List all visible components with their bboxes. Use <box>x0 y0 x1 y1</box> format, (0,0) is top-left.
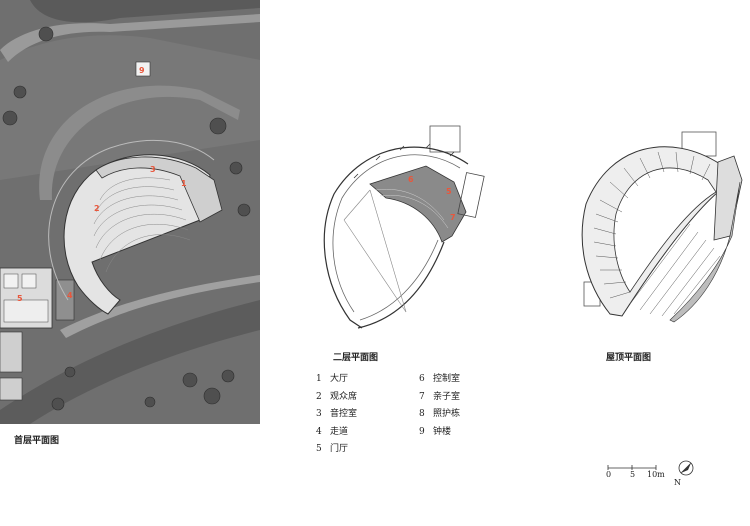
room-label-7: 7 <box>450 213 456 222</box>
scale-label-10m: 10m <box>647 470 665 479</box>
second-floor-caption: 二层平面图 <box>333 353 379 363</box>
room-label-2: 2 <box>94 204 100 213</box>
roof-plan-caption: 屋顶平面图 <box>606 353 652 363</box>
scale-label-0: 0 <box>606 470 612 479</box>
north-arrow-icon <box>678 460 694 476</box>
ground-floor-caption: 首层平面图 <box>14 436 60 446</box>
room-label-6: 6 <box>408 175 414 184</box>
room-label-5: 5 <box>17 294 23 303</box>
scale-label-5: 5 <box>630 470 636 479</box>
north-label: N <box>674 478 681 487</box>
room-label-9: 9 <box>139 66 145 75</box>
roof-plan <box>581 131 743 323</box>
scale-bar <box>607 465 657 470</box>
ground-floor-plan: 1 2 3 4 5 9 <box>0 0 260 424</box>
room-label-3: 3 <box>150 165 156 174</box>
room-label-4: 4 <box>67 291 73 300</box>
room-label-5-second: 5 <box>446 187 452 196</box>
room-label-1: 1 <box>181 179 187 188</box>
second-floor-plan: 6 5 7 <box>323 125 485 329</box>
